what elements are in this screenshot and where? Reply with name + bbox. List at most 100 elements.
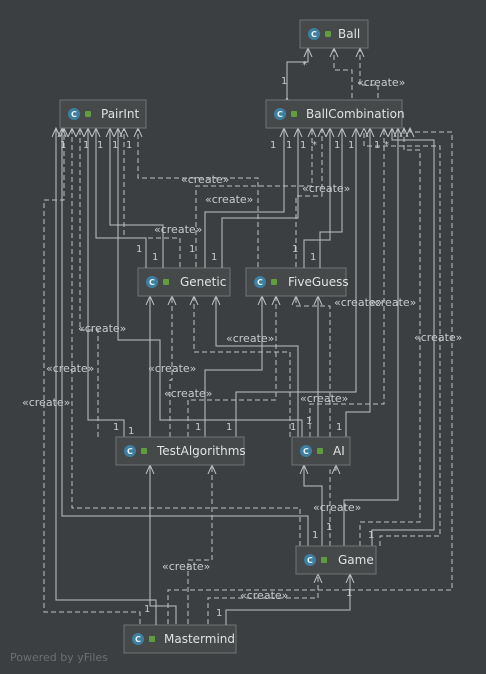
edge-ai-genetic — [216, 296, 298, 437]
create-label: «create» — [357, 76, 405, 89]
create-label: «create» — [22, 396, 70, 409]
edge-game-ballcombination-1 — [344, 128, 398, 546]
create-label: «create» — [154, 223, 202, 236]
lock-icon — [325, 31, 331, 37]
multiplicity-one: 1 — [312, 530, 318, 541]
multiplicity-one: 1 — [113, 422, 119, 433]
class-mastermind[interactable]: C Mastermind — [123, 624, 237, 654]
edge-fiveguess-ballcombination-1 — [304, 128, 330, 267]
svg-text:C: C — [277, 110, 283, 119]
multiplicity-one: 1 — [326, 522, 332, 533]
create-label: «create» — [240, 589, 288, 602]
multiplicity-one: 1 — [306, 416, 312, 427]
multiplicity-one: 1 — [281, 76, 287, 87]
edge-testalgorithms-pairint-1 — [88, 128, 124, 437]
lock-icon — [149, 636, 155, 642]
class-icon — [68, 108, 80, 120]
edge-labels: «create» «create» «create» «create» «cre… — [22, 76, 462, 602]
class-name: AI — [333, 444, 345, 458]
svg-text:C: C — [307, 556, 313, 565]
class-pairint[interactable]: C PairInt — [59, 99, 147, 129]
multiplicity-one: 1 — [211, 252, 217, 263]
edge-game-ballcombination-2 — [372, 128, 435, 546]
edge-create-ballcombination-ball — [334, 48, 353, 98]
create-label: «create» — [313, 501, 361, 514]
lock-icon — [291, 111, 297, 117]
svg-text:C: C — [135, 635, 141, 644]
multiplicity-one: 1 — [216, 608, 222, 619]
lock-icon — [317, 448, 323, 454]
class-ball[interactable]: C Ball — [299, 19, 369, 49]
edge-create-mastermind-ballcombination — [167, 128, 453, 624]
multiplicity-one: 1 — [136, 244, 142, 255]
edge-create-game-ai — [329, 465, 336, 546]
class-ballcombination[interactable]: C BallCombination — [265, 99, 405, 129]
create-label: «create» — [368, 296, 416, 309]
class-ai[interactable]: C AI — [291, 436, 351, 466]
create-label: «create» — [300, 392, 348, 405]
svg-text:C: C — [257, 278, 263, 287]
multiplicities: * 1 1 1 1 1 1 1 1 1 * 1 1 1 * 1 1 1 1 1 … — [60, 60, 389, 619]
class-genetic[interactable]: C Genetic — [137, 267, 231, 297]
multiplicity-one: 1 — [128, 426, 134, 437]
edge-ai-ballcombination — [346, 128, 370, 437]
multiplicity-one: 1 — [300, 140, 306, 151]
edge-create-genetic-pairint — [124, 128, 181, 267]
edge-mastermind-pairint — [56, 128, 156, 624]
edge-ballcombination-ball — [287, 48, 308, 98]
multiplicity-many: * — [302, 60, 307, 71]
edge-create-testalgorithms-pairint — [80, 128, 99, 437]
create-label: «create» — [46, 362, 94, 375]
class-icon — [308, 28, 320, 40]
multiplicity-many: * — [312, 140, 317, 151]
class-fiveguess[interactable]: C FiveGuess — [245, 267, 349, 297]
class-name: Game — [338, 553, 374, 567]
class-name: Mastermind — [164, 632, 235, 646]
class-game[interactable]: C Game — [295, 545, 377, 575]
edge-create-mastermind-testalgorithms — [187, 465, 212, 624]
multiplicity-many: * — [384, 140, 389, 151]
class-icon — [254, 276, 266, 288]
multiplicity-one: 1 — [346, 588, 352, 599]
multiplicity-one: 1 — [290, 422, 296, 433]
create-label: «create» — [414, 331, 462, 344]
multiplicity-one: 1 — [189, 244, 195, 255]
class-name: FiveGuess — [288, 275, 349, 289]
create-label: «create» — [162, 560, 210, 573]
class-icon — [304, 554, 316, 566]
class-testalgorithms[interactable]: C TestAlgorithms — [115, 436, 246, 466]
edge-create-testalgorithms-fiveguess — [187, 296, 276, 437]
class-nodes: C Ball C PairInt C BallCombination C Gen — [59, 19, 405, 654]
multiplicity-one: 1 — [270, 140, 276, 151]
multiplicity-one: 1 — [60, 140, 66, 151]
edge-create-mastermind-game — [207, 574, 318, 624]
edge-mastermind-game — [226, 574, 350, 624]
create-label: «create» — [226, 332, 274, 345]
multiplicity-one: 1 — [368, 530, 374, 541]
multiplicity-one: 1 — [286, 140, 292, 151]
multiplicity-one: 1 — [152, 252, 158, 263]
class-icon — [146, 276, 158, 288]
create-label: «create» — [334, 296, 382, 309]
edge-create-game-ballcombination — [359, 128, 421, 546]
multiplicity-one: 1 — [144, 604, 150, 615]
svg-text:C: C — [71, 110, 77, 119]
class-name: Genetic — [180, 275, 226, 289]
multiplicity-one: 1 — [126, 140, 132, 151]
class-name: Ball — [338, 27, 360, 41]
create-label: «create» — [148, 362, 196, 375]
svg-text:C: C — [303, 447, 309, 456]
class-name: TestAlgorithms — [156, 444, 246, 458]
multiplicity-one: 1 — [226, 422, 232, 433]
create-label: «create» — [78, 322, 126, 335]
create-label: «create» — [164, 387, 212, 400]
multiplicity-one: 1 — [374, 140, 380, 151]
powered-by-footer: Powered by yFiles — [10, 651, 108, 664]
svg-text:C: C — [311, 30, 317, 39]
edge-create-ballcombination-ball-2 — [360, 48, 379, 98]
multiplicity-one: 1 — [195, 422, 201, 433]
class-icon — [300, 445, 312, 457]
multiplicity-one: 1 — [292, 244, 298, 255]
multiplicity-one: 1 — [334, 140, 340, 151]
edge-create-game-ballcombination-2 — [364, 128, 441, 546]
